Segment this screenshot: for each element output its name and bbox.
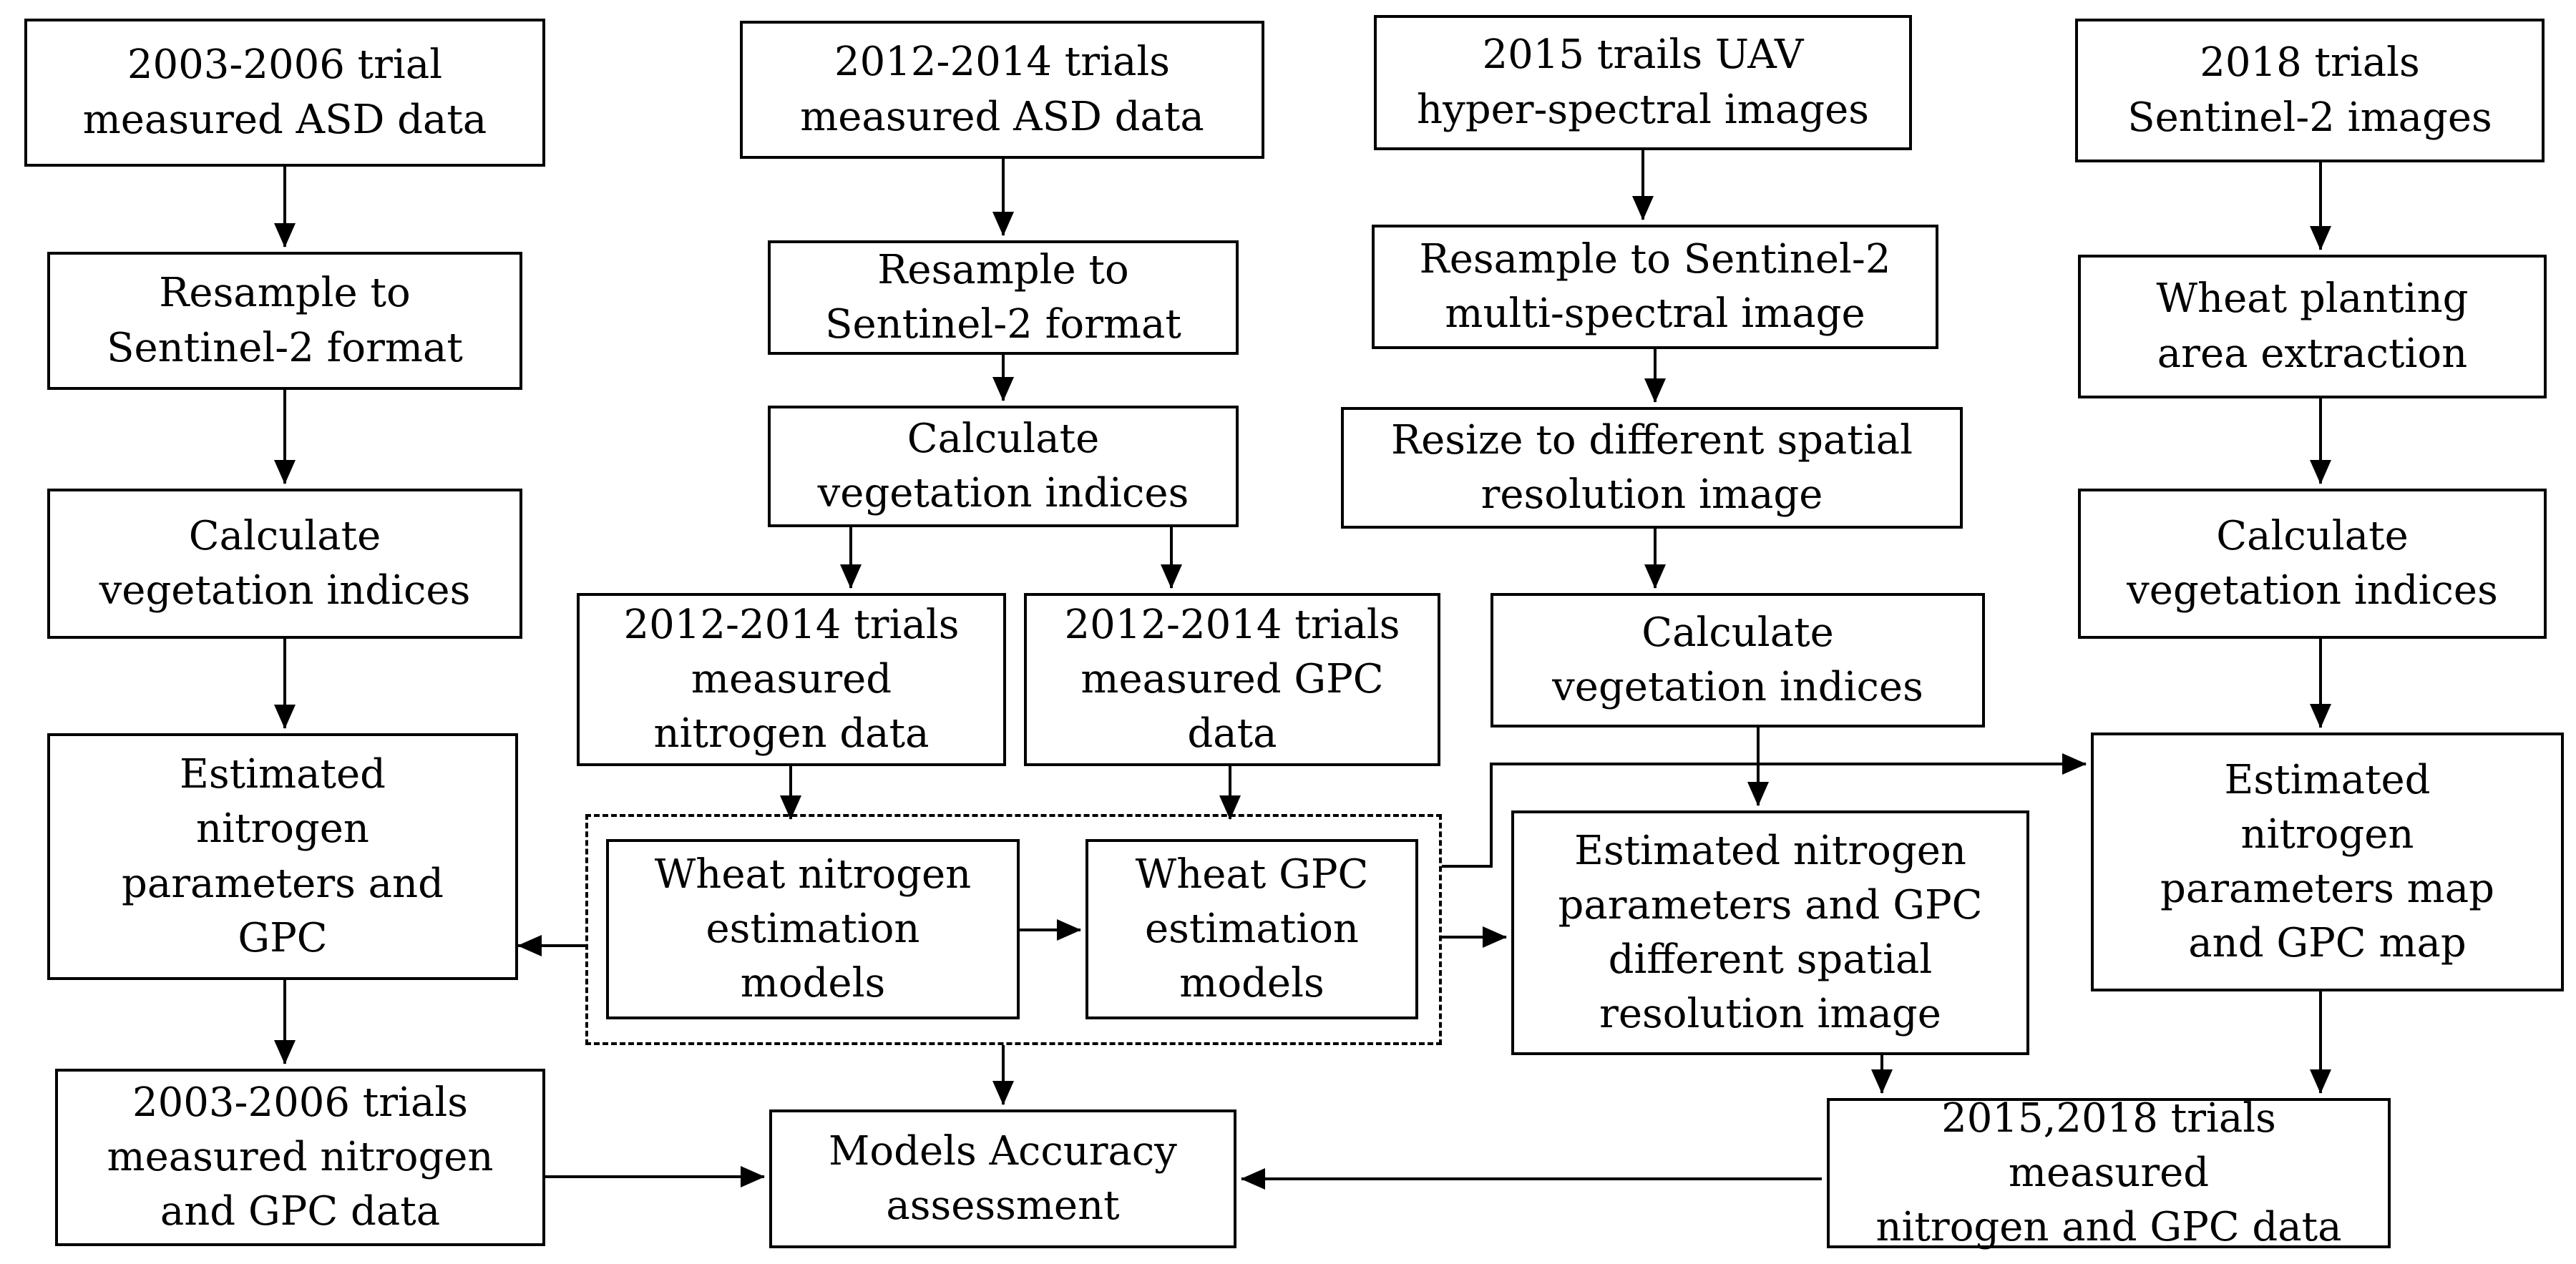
node-2012-measured-gpc: 2012-2014 trials measured GPC data [1024,593,1440,766]
node-2015-calculate-vi: Calculate vegetation indices [1491,593,1985,727]
node-2015-uav-images: 2015 trails UAV hyper-spectral images [1374,15,1912,150]
node-2015-resample: Resample to Sentinel-2 multi-spectral im… [1372,225,1938,349]
node-2012-measured-nitrogen: 2012-2014 trials measured nitrogen data [577,593,1006,766]
node-2012-2014-asd-data: 2012-2014 trials measured ASD data [740,21,1264,159]
node-2003-calculate-vi: Calculate vegetation indices [47,489,522,639]
node-2015-2018-measured: 2015,2018 trials measured nitrogen and G… [1827,1095,2391,1250]
node-2003-2006-measured: 2003-2006 trials measured nitrogen and G… [55,1069,545,1246]
arrow-dashed-to-est2018 [1442,753,2087,868]
node-2012-calculate-vi: Calculate vegetation indices [768,406,1239,527]
node-2003-estimated: Estimated nitrogen parameters and GPC [47,733,518,980]
node-2015-estimated: Estimated nitrogen parameters and GPC di… [1511,810,2029,1055]
node-models-accuracy: Models Accuracy assessment [769,1109,1236,1248]
node-2018-estimated: Estimated nitrogen parameters map and GP… [2091,733,2564,991]
node-wheat-gpc-model: Wheat GPC estimation models [1085,839,1418,1019]
node-2003-resample: Resample to Sentinel-2 format [47,252,522,390]
node-2018-sentinel2-images: 2018 trials Sentinel-2 images [2075,19,2545,162]
node-wheat-nitrogen-model: Wheat nitrogen estimation models [606,839,1020,1019]
node-2003-2006-asd-data: 2003-2006 trial measured ASD data [24,19,545,167]
model-group-dashed [585,814,1442,1045]
node-2018-wheat-area: Wheat planting area extraction [2078,255,2547,398]
node-2015-resize: Resize to different spatial resolution i… [1341,407,1963,529]
node-2012-resample: Resample to Sentinel-2 format [768,240,1239,355]
node-2018-calculate-vi: Calculate vegetation indices [2078,489,2547,639]
